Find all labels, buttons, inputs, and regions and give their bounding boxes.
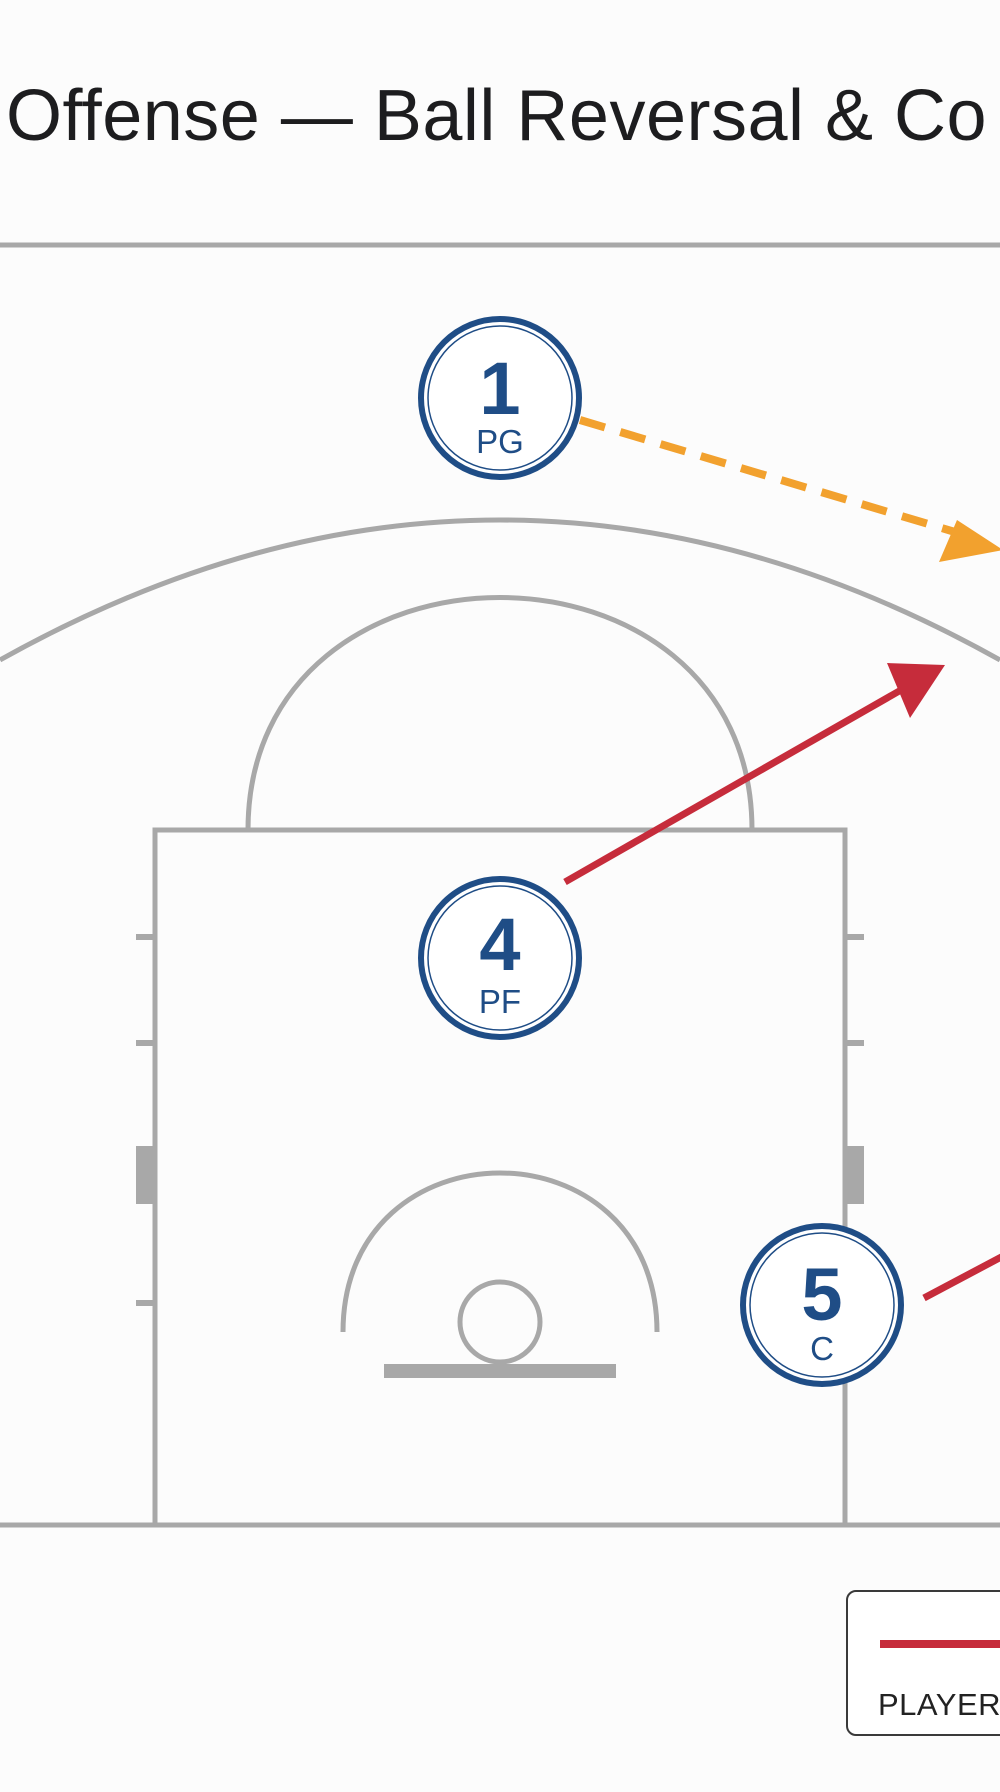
lane-block [845,1146,864,1204]
player-circle [418,316,582,480]
hash-mark [845,1040,864,1046]
free-throw-arc [245,595,755,831]
restricted-area-arc [340,1170,660,1333]
legend-label: PLAYER [878,1687,1000,1722]
player-1: 1 PG [418,316,582,480]
player-number: 4 [479,903,520,986]
legend: PLAYER [846,1590,1000,1736]
court-lines [0,242,1000,1528]
player-5: 5 C [740,1223,904,1387]
lane-block [136,1146,155,1204]
hash-mark [845,934,864,940]
pass-arrow [578,416,1000,562]
player-number: 1 [479,347,520,430]
diagram-title: Offense — Ball Reversal & Co [6,76,988,156]
backboard [384,1364,616,1378]
player-circle-inner [427,885,573,1031]
pass-arrow-line [578,416,957,536]
player-position: PG [476,423,524,460]
hash-mark [136,1040,155,1046]
cut-arrow-4 [563,663,945,886]
player-circle-inner [749,1232,895,1378]
basket-rim [457,1279,543,1365]
player-number: 5 [801,1253,842,1336]
cut-arrow-5-line [922,1253,1000,1302]
hash-mark [136,934,155,940]
cut-arrowhead [887,663,945,718]
player-circle [418,876,582,1040]
player-circle-inner [427,325,573,471]
player-4: 4 PF [418,876,582,1040]
lane-hash-marks [136,934,864,1306]
three-point-arc [0,517,1000,663]
player-position: C [810,1330,834,1367]
hash-mark [136,1300,155,1306]
legend-cut-line-swatch [880,1640,1000,1648]
player-circle [740,1223,904,1387]
player-position: PF [479,983,521,1020]
cut-arrow-line [563,678,917,886]
pass-arrowhead [939,520,1000,562]
